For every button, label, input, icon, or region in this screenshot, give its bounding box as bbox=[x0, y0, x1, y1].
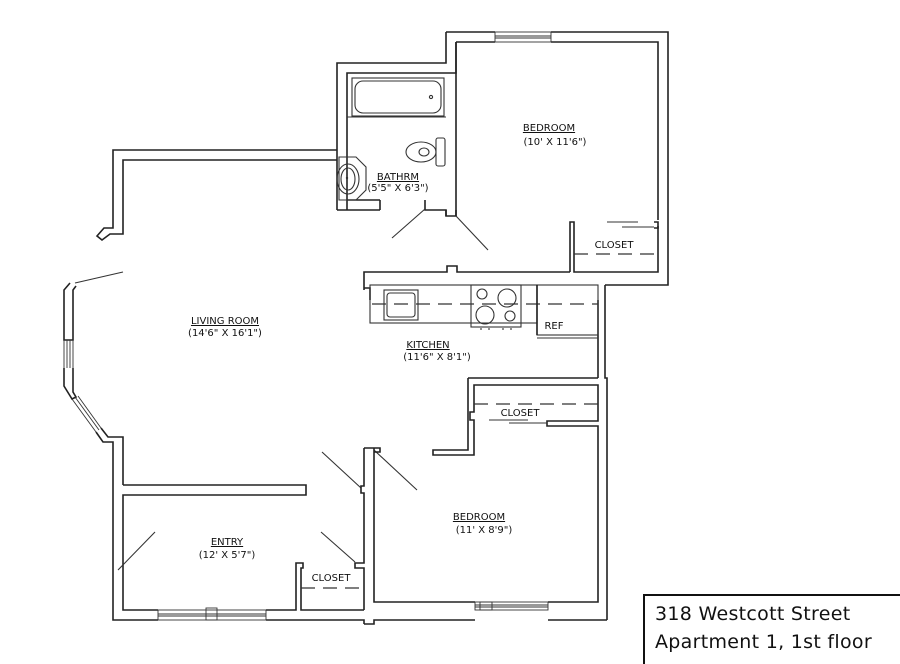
room-label-bathroom: BATHRM (5'5" X 6'3") bbox=[367, 172, 428, 194]
kitchen-walls bbox=[363, 265, 608, 620]
address-line: 318 Westcott Street bbox=[655, 603, 851, 625]
kitchen-sink-icon bbox=[383, 289, 419, 321]
svg-text:(5'5" X 6'3"): (5'5" X 6'3") bbox=[367, 183, 428, 194]
bedroom-1-closet bbox=[574, 221, 659, 255]
svg-text:BATHRM: BATHRM bbox=[377, 172, 419, 183]
svg-text:BEDROOM: BEDROOM bbox=[523, 123, 575, 134]
svg-text:BEDROOM: BEDROOM bbox=[453, 512, 505, 523]
svg-text:(12' X 5'7"): (12' X 5'7") bbox=[199, 550, 256, 561]
doors bbox=[117, 208, 489, 571]
toilet-icon bbox=[405, 137, 446, 167]
closet-label-entry: CLOSET bbox=[312, 573, 352, 584]
svg-text:(11' X 8'9"): (11' X 8'9") bbox=[456, 525, 513, 536]
stove-icon bbox=[470, 284, 522, 330]
svg-text:(14'6" X 16'1"): (14'6" X 16'1") bbox=[188, 328, 262, 339]
unit-line: Apartment 1, 1st floor bbox=[655, 631, 872, 653]
closet-label-bedroom-2: CLOSET bbox=[501, 408, 541, 419]
svg-text:(10' X 11'6"): (10' X 11'6") bbox=[524, 137, 587, 148]
entry-walls bbox=[112, 562, 365, 624]
svg-text:LIVING ROOM: LIVING ROOM bbox=[191, 316, 259, 327]
closet-label-bedroom-1: CLOSET bbox=[595, 240, 635, 251]
room-label-bedroom-2: BEDROOM (11' X 8'9") bbox=[453, 512, 512, 536]
living-room-walls bbox=[63, 149, 337, 610]
bathroom-sink-icon bbox=[336, 156, 367, 201]
bedroom-2-walls bbox=[364, 378, 607, 625]
room-label-kitchen: KITCHEN (11'6" X 8'1") bbox=[403, 340, 471, 363]
title-block: 318 Westcott Street Apartment 1, 1st flo… bbox=[643, 594, 900, 664]
refrigerator-label: REF bbox=[544, 321, 563, 332]
svg-text:KITCHEN: KITCHEN bbox=[406, 340, 449, 351]
room-label-entry: ENTRY (12' X 5'7") bbox=[199, 537, 256, 561]
bathtub-icon bbox=[347, 77, 446, 118]
room-label-living-room: LIVING ROOM (14'6" X 16'1") bbox=[188, 316, 262, 339]
svg-text:(11'6" X 8'1"): (11'6" X 8'1") bbox=[403, 352, 471, 363]
bedroom-2-window bbox=[474, 601, 549, 611]
bedroom-1-walls bbox=[445, 31, 669, 286]
bay-window bbox=[63, 340, 102, 433]
hall-walls bbox=[354, 447, 475, 610]
svg-text:ENTRY: ENTRY bbox=[211, 537, 244, 548]
room-label-bedroom-1: BEDROOM (10' X 11'6") bbox=[523, 123, 587, 148]
bedroom-1-window bbox=[494, 31, 552, 43]
bedroom-2-closet bbox=[474, 403, 598, 424]
entry-window bbox=[157, 607, 267, 621]
refrigerator: REF bbox=[536, 284, 599, 339]
